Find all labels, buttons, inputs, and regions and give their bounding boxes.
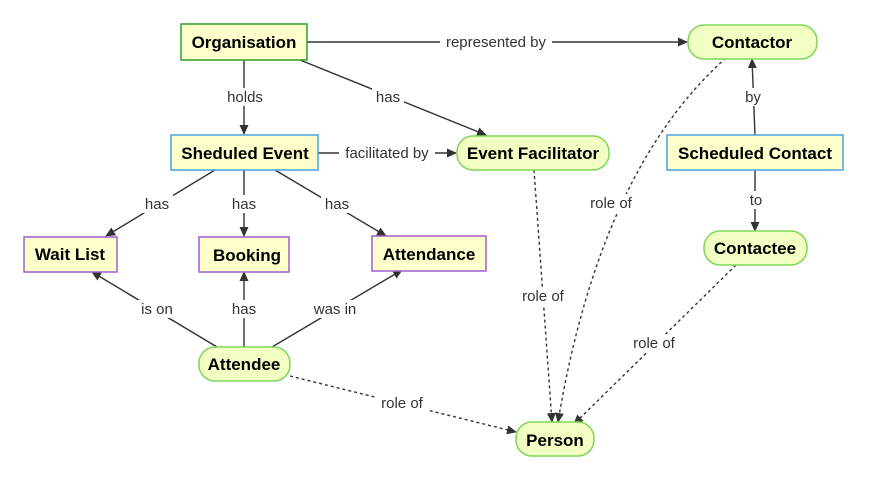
edge-label-facilitator-role-of: role of	[522, 288, 565, 305]
edge-label-contactee-role-of: role of	[633, 335, 676, 352]
node-attendee[interactable]: Attendee	[198, 346, 291, 382]
edge-label-event-has-booking: has	[232, 196, 256, 213]
node-event-facilitator[interactable]: Event Facilitator	[456, 135, 610, 171]
node-organisation-label: Organisation	[192, 33, 297, 52]
node-attendance-label: Attendance	[383, 245, 476, 264]
node-organisation[interactable]: Organisation	[180, 23, 308, 61]
node-scheduled-contact-label: Scheduled Contact	[678, 144, 832, 163]
edge-label-holds: holds	[227, 89, 263, 106]
node-contactee[interactable]: Contactee	[703, 230, 808, 266]
node-scheduled-event[interactable]: Sheduled Event	[170, 134, 319, 171]
node-person[interactable]: Person	[515, 421, 595, 457]
edge-label-attendee-has: has	[232, 301, 256, 318]
node-person-label: Person	[526, 431, 584, 450]
edge-label-contactor-role-of: role of	[590, 195, 633, 212]
edge-label-attendee-role-of: role of	[381, 395, 424, 412]
node-contactee-label: Contactee	[714, 239, 796, 258]
node-scheduled-event-label: Sheduled Event	[181, 144, 309, 163]
edge-label-to: to	[750, 192, 763, 209]
node-wait-list-label: Wait List	[35, 245, 106, 264]
node-attendee-label: Attendee	[208, 355, 281, 374]
edge-label-represented-by: represented by	[446, 34, 547, 51]
edge-label-facilitated-by: facilitated by	[345, 145, 429, 162]
edge-contactee-person	[573, 264, 737, 425]
node-scheduled-contact[interactable]: Scheduled Contact	[666, 134, 844, 171]
node-booking[interactable]: Booking	[198, 236, 290, 273]
node-attendance[interactable]: Attendance	[371, 235, 487, 272]
edge-label-is-on: is on	[141, 301, 173, 318]
edge-label-org-has: has	[376, 89, 400, 106]
node-booking-label: Booking	[213, 246, 281, 265]
edge-label-by: by	[745, 89, 761, 106]
edge-contactor-person	[555, 57, 727, 423]
node-contactor[interactable]: Contactor	[687, 24, 818, 60]
edge-label-event-has-waitlist: has	[145, 196, 169, 213]
edge-label-was-in: was in	[313, 301, 357, 318]
node-event-facilitator-label: Event Facilitator	[467, 144, 600, 163]
edge-label-event-has-attendance: has	[325, 196, 349, 213]
node-wait-list[interactable]: Wait List	[23, 236, 118, 273]
node-contactor-label: Contactor	[712, 33, 793, 52]
